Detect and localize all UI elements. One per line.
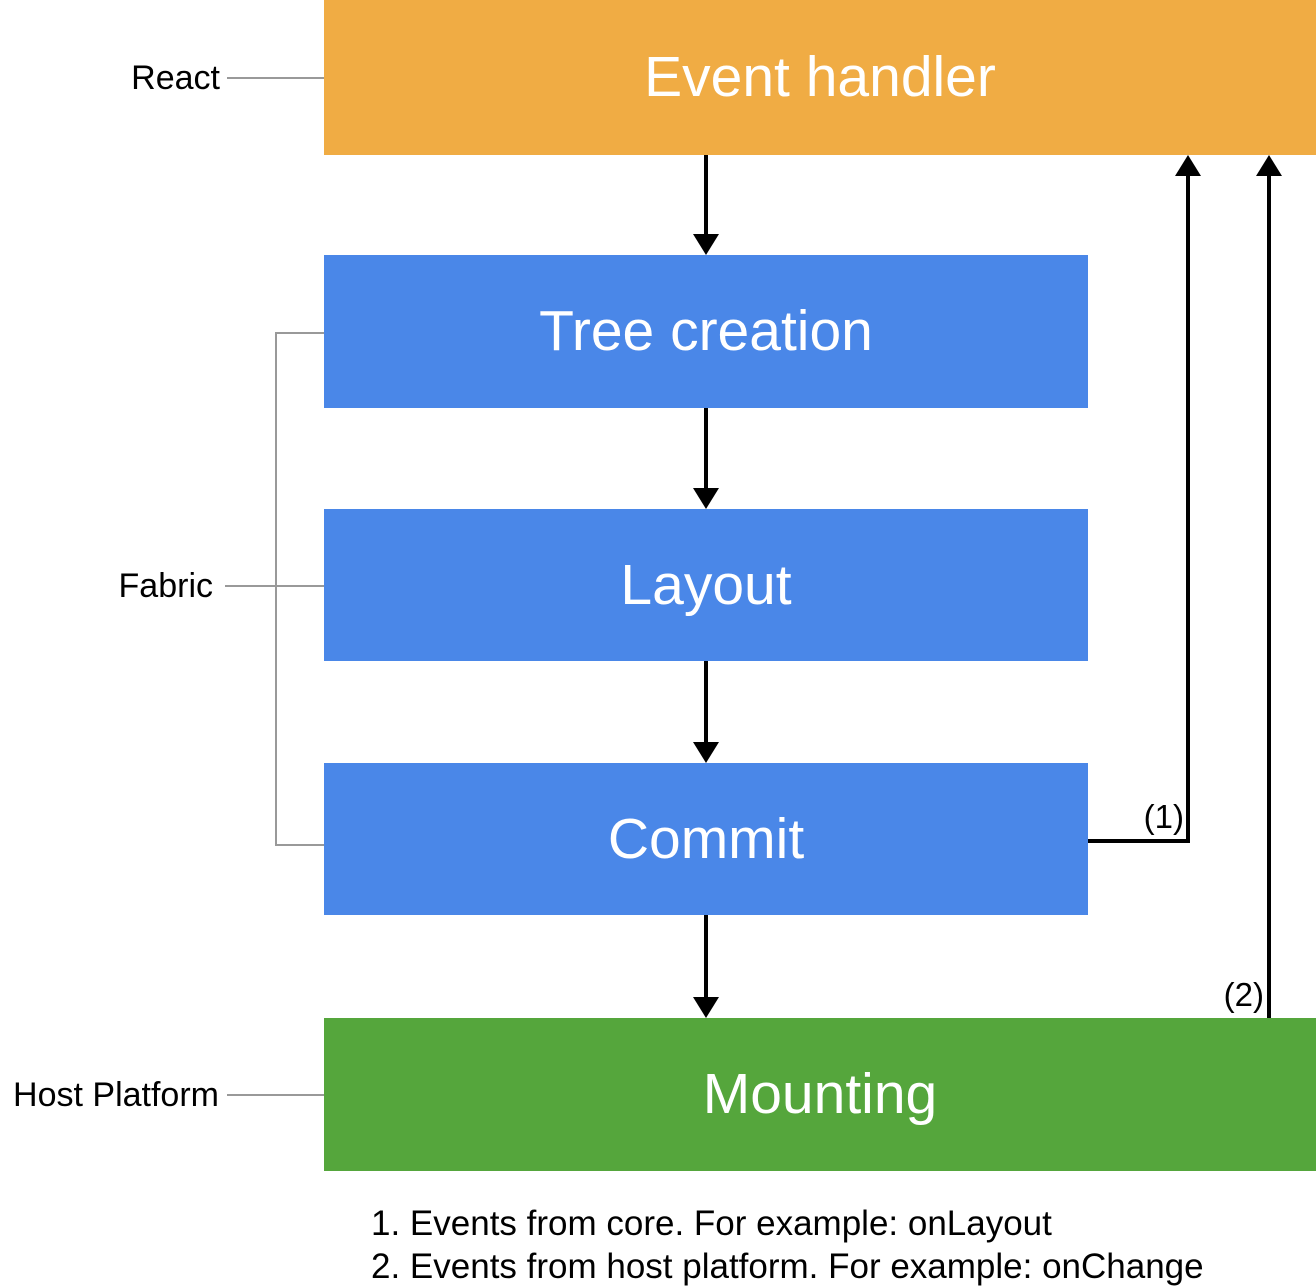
fabric-bracket-vertical-line — [275, 332, 277, 846]
arrow-tree-creation-to-layout — [704, 408, 708, 490]
arrowhead-down-icon — [693, 997, 719, 1018]
feedback-arrow-1-horizontal-segment — [1088, 839, 1190, 843]
mounting-label: Mounting — [702, 1062, 938, 1126]
arrowhead-down-icon — [693, 234, 719, 255]
arrowhead-up-icon — [1256, 155, 1282, 176]
fabric-connector-line — [225, 585, 324, 587]
layout-box: Layout — [324, 509, 1088, 661]
arrowhead-down-icon — [693, 742, 719, 763]
arrowhead-down-icon — [693, 488, 719, 509]
feedback-arrow-2-vertical-segment — [1267, 174, 1271, 1018]
footnote-1: 1. Events from core. For example: onLayo… — [371, 1204, 1052, 1243]
feedback-arrow-1-vertical-segment — [1186, 174, 1190, 843]
commit-label: Commit — [607, 806, 805, 871]
react-connector-line — [227, 77, 324, 79]
arrow-layout-to-commit — [704, 661, 708, 743]
fabric-bracket-bottom-line — [275, 844, 324, 846]
group-label-react: React — [131, 59, 220, 97]
arrow-commit-to-mounting — [704, 915, 708, 999]
host-platform-connector-line — [227, 1094, 324, 1096]
footnotes: 1. Events from core. For example: onLayo… — [371, 1202, 1204, 1286]
event-handler-box: Event handler — [324, 0, 1316, 155]
fabric-bracket-top-line — [275, 332, 324, 334]
feedback-arrow-1-label: (1) — [1143, 798, 1184, 835]
tree-creation-label: Tree creation — [539, 299, 873, 363]
feedback-arrow-2-label: (2) — [1223, 976, 1264, 1013]
footnote-2: 2. Events from host platform. For exampl… — [371, 1247, 1204, 1286]
group-label-fabric: Fabric — [118, 567, 213, 605]
tree-creation-box: Tree creation — [324, 255, 1088, 408]
group-label-host-platform: Host Platform — [13, 1076, 219, 1114]
layout-label: Layout — [620, 552, 792, 617]
arrow-event-handler-to-tree-creation — [704, 155, 708, 236]
arrowhead-up-icon — [1175, 155, 1201, 176]
commit-box: Commit — [324, 763, 1088, 915]
mounting-box: Mounting — [324, 1018, 1316, 1171]
event-handler-label: Event handler — [644, 45, 996, 109]
